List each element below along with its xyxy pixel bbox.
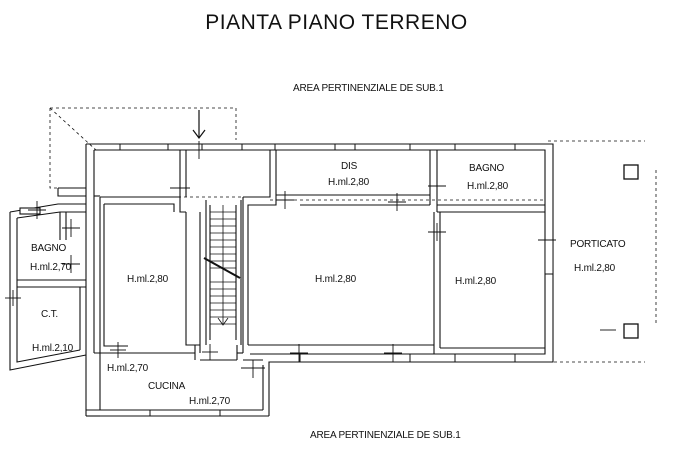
- room-height-bagno-right: H.ml.2,80: [467, 181, 508, 192]
- room-name-bagno-left: BAGNO: [31, 243, 67, 254]
- room-height-right: H.ml.2,80: [455, 276, 496, 287]
- top-windows: [119, 143, 554, 417]
- room-height-ct: H.ml.2,10: [32, 343, 73, 354]
- left-annex-walls: [9, 187, 87, 371]
- room-name-porticato: PORTICATO: [570, 239, 626, 250]
- entrance-arrow-icon: [192, 110, 206, 139]
- porticato-pillars: [623, 164, 639, 339]
- room-name-dis: DIS: [341, 161, 358, 172]
- room-height-center: H.ml.2,80: [315, 274, 356, 285]
- area-label-bottom: AREA PERTINENZIALE DE SUB.1: [310, 430, 461, 441]
- dashed-boundary: [49, 107, 657, 363]
- page-title: PIANTA PIANO TERRENO: [205, 11, 468, 34]
- room-height-dis: H.ml.2,80: [328, 177, 369, 188]
- room-height-cucina: H.ml.2,70: [189, 396, 230, 407]
- room-name-bagno-right: BAGNO: [469, 163, 505, 174]
- stair-treads: [203, 205, 241, 326]
- corridor-height: H.ml.2,70: [107, 363, 148, 374]
- room-height-left: H.ml.2,80: [127, 274, 168, 285]
- room-name-cucina: CUCINA: [148, 381, 186, 392]
- room-height-bagno-left: H.ml.2,70: [30, 262, 71, 273]
- room-name-ct: C.T.: [41, 309, 58, 320]
- area-label-top: AREA PERTINENZIALE DE SUB.1: [293, 83, 444, 94]
- reference-marks: [5, 141, 616, 378]
- room-height-porticato: H.ml.2,80: [574, 263, 615, 274]
